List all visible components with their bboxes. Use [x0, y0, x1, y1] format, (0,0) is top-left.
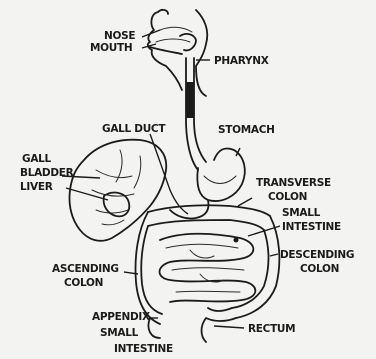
label-small-intestine-right-line2: INTESTINE: [282, 221, 341, 233]
label-gall-duct: GALL DUCT: [102, 123, 166, 135]
label-appendix: APPENDIX: [92, 311, 150, 323]
label-gall-bladder-line2: BLADDER: [20, 167, 74, 179]
descending-colon-organ: [232, 216, 279, 318]
esophagus-dark-segment: [186, 82, 194, 118]
label-liver: LIVER: [20, 181, 53, 193]
small-intestine-organ: [160, 234, 256, 302]
label-rectum: RECTUM: [248, 323, 295, 335]
label-ascending-colon-line2: COLON: [64, 277, 103, 289]
label-small-intestine-bottom-line1: SMALL: [100, 327, 139, 339]
label-nose: NOSE: [104, 30, 135, 42]
label-gall-bladder-line1: GALL: [22, 153, 52, 165]
ascending-colon-organ: [136, 212, 163, 324]
label-descending-colon-line1: DESCENDING: [280, 249, 354, 261]
label-stomach: STOMACH: [218, 124, 275, 136]
label-small-intestine-bottom-line2: INTESTINE: [114, 343, 173, 355]
label-descending-colon-line2: COLON: [300, 263, 339, 275]
head-profile: [148, 10, 207, 96]
label-pharynx: PHARYNX: [214, 55, 269, 67]
intestine-dot: [234, 238, 239, 243]
transverse-colon-organ: [148, 205, 270, 230]
label-transverse-colon-line1: TRANSVERSE: [256, 177, 331, 189]
label-small-intestine-right-line1: SMALL: [282, 207, 321, 219]
label-ascending-colon-line1: ASCENDING: [52, 263, 119, 275]
label-transverse-colon-line2: COLON: [268, 191, 307, 203]
rectum-organ: [202, 308, 237, 342]
label-mouth: MOUTH: [90, 42, 132, 54]
